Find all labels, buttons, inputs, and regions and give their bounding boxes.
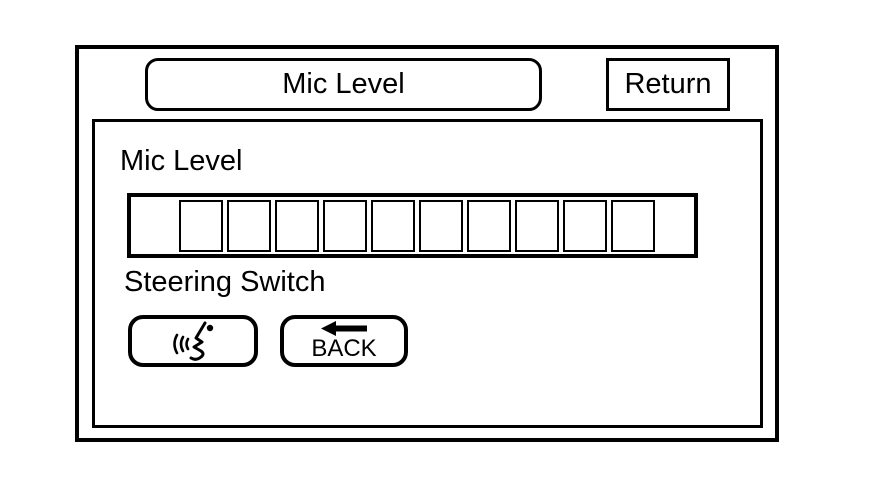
return-button-label: Return (624, 68, 712, 100)
back-button[interactable]: BACK (280, 315, 408, 367)
left-arrow-icon (321, 321, 367, 336)
settings-panel (92, 119, 763, 428)
level-segment (179, 199, 223, 252)
mic-level-label: Mic Level (120, 145, 243, 177)
screen-title-label: Mic Level (282, 68, 405, 100)
level-segment (515, 199, 559, 252)
steering-switch-label: Steering Switch (124, 266, 326, 298)
level-segment (611, 199, 655, 252)
screen-title: Mic Level (145, 58, 542, 111)
level-segment (323, 199, 367, 252)
level-segment (467, 199, 511, 252)
mic-level-indicator (127, 193, 698, 258)
level-segment (419, 199, 463, 252)
return-button[interactable]: Return (606, 58, 730, 111)
level-segment (227, 199, 271, 252)
back-button-label: BACK (311, 335, 377, 362)
level-segment (563, 199, 607, 252)
voice-recognition-button[interactable] (128, 315, 258, 367)
voice-recognition-icon (167, 320, 219, 362)
level-segment (275, 199, 319, 252)
level-segment (371, 199, 415, 252)
